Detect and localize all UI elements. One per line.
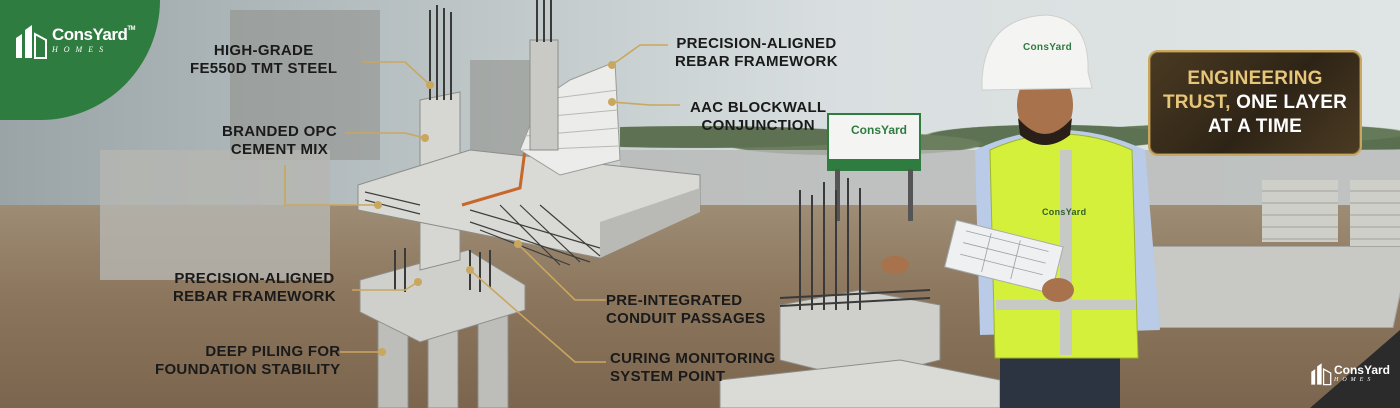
conduit-pipe (461, 149, 527, 207)
brand-text: ConsYardTM HOMES (52, 25, 136, 54)
callout-piling-line2: FOUNDATION STABILITY (155, 361, 341, 378)
callout-aac-line2: CONJUNCTION (701, 117, 815, 134)
site-signboard: ConsYard (827, 113, 921, 221)
callout-rebar-top-line1: PRECISION-ALIGNED (676, 35, 837, 52)
hard-hat (981, 14, 1093, 91)
signboard-post (908, 169, 913, 221)
vest-reflective-strip (1060, 150, 1072, 355)
callout-cement-line1: BRANDED OPC (222, 123, 337, 140)
helmet-brand-text: ConsYard (1023, 42, 1073, 53)
headline-line2-gold: TRUST, (1162, 92, 1231, 113)
callout-rebar-left: PRECISION-ALIGNED REBAR FRAMEWORK (173, 270, 336, 306)
engineer-hand (881, 256, 909, 274)
rebar-mesh (364, 191, 601, 266)
background-wall (100, 150, 330, 280)
background-building (230, 10, 380, 160)
callout-steel: HIGH-GRADE FE550D TMT STEEL (190, 42, 337, 78)
callout-cement-line2: CEMENT MIX (230, 141, 329, 158)
headline-line3: AT A TIME (1208, 116, 1302, 137)
callout-piling-line1: DEEP PILING FOR (205, 343, 341, 360)
block-stack (1262, 180, 1338, 242)
callout-curing-line2: SYSTEM POINT (610, 368, 726, 385)
brand-name: ConsYard (52, 25, 128, 44)
callout-steel-line2: FE550D TMT STEEL (190, 60, 338, 77)
callout-curing: CURING MONITORING SYSTEM POINT (610, 350, 776, 386)
pile-cap (359, 249, 526, 343)
rear-column (529, 39, 559, 151)
brand-logo-small: ConsYard HOMES (1310, 360, 1390, 386)
footing-rebars (779, 178, 931, 310)
callout-steel-line1: HIGH-GRADE (213, 42, 314, 59)
callout-piling: DEEP PILING FOR FOUNDATION STABILITY (155, 343, 340, 379)
callout-conduit-line1: PRE-INTEGRATED (606, 292, 743, 309)
callout-aac-line1: AAC BLOCKWALL (690, 99, 827, 116)
callout-conduit-line2: CONDUIT PASSAGES (606, 310, 766, 327)
signboard-stripe (829, 159, 919, 169)
callout-dots (374, 61, 616, 356)
callout-curing-line1: CURING MONITORING (610, 350, 776, 367)
brand-sub: HOMES (52, 45, 110, 54)
brand-tm: TM (127, 26, 136, 32)
brand-sub-small: HOMES (1333, 377, 1375, 383)
callout-rebar-left-line1: PRECISION-ALIGNED (174, 270, 335, 287)
callout-lines (284, 44, 680, 363)
headline-line2-white: ONE LAYER (1236, 92, 1348, 113)
headline-box: ENGINEERING TRUST, ONE LAYER AT A TIME (1148, 50, 1362, 156)
callout-rebar-top-line2: REBAR FRAMEWORK (675, 53, 838, 70)
headline-line1: ENGINEERING (1187, 68, 1323, 89)
signboard-post (835, 169, 840, 221)
callout-rebar-top: PRECISION-ALIGNED REBAR FRAMEWORK (675, 35, 838, 71)
brand-name-small: ConsYard (1333, 363, 1390, 377)
callout-conduit: PRE-INTEGRATED CONDUIT PASSAGES (606, 292, 766, 328)
corner-shade (1310, 330, 1400, 408)
building-logo-icon (1311, 363, 1332, 386)
background-building (470, 60, 530, 160)
building-logo-icon (16, 25, 47, 59)
engineer-beard (1018, 118, 1072, 145)
callout-rebar-left-line2: REBAR FRAMEWORK (173, 288, 336, 305)
slab-edge (600, 188, 700, 258)
vest-brand-text: ConsYard (1042, 207, 1087, 217)
block-stack (1350, 180, 1400, 246)
engineer-hand (1042, 278, 1074, 302)
callout-aac: AAC BLOCKWALL CONJUNCTION (690, 99, 826, 135)
site-engineer (881, 14, 1160, 408)
brand-logo: ConsYardTM HOMES (14, 20, 136, 60)
blueprint-sheet (944, 219, 1064, 295)
callout-cement: BRANDED OPC CEMENT MIX (222, 123, 337, 159)
signboard-text: ConsYard (851, 123, 908, 137)
headline-line2: TRUST, ONE LAYER (1163, 91, 1347, 115)
